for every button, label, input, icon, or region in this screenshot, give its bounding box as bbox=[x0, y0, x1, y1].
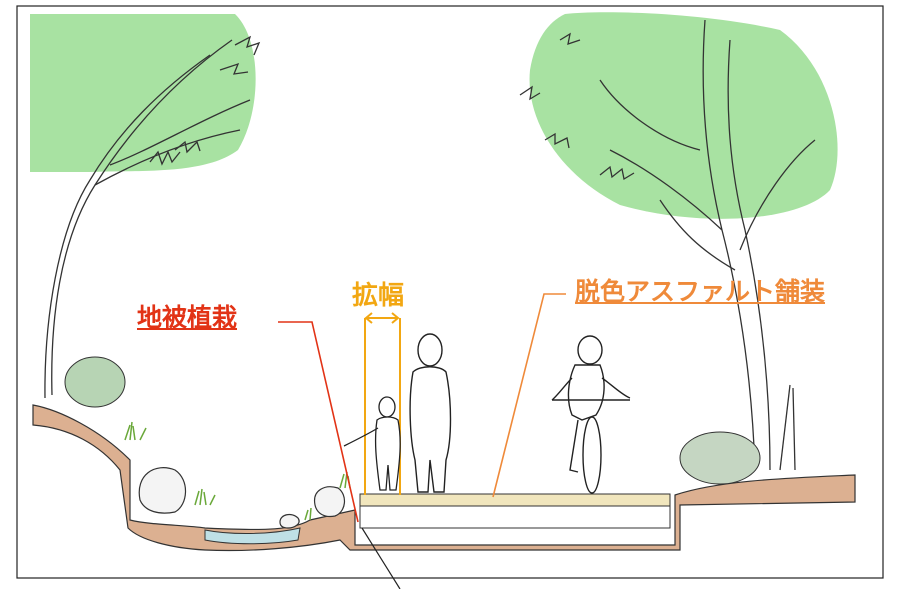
tree-canopy-left bbox=[30, 14, 256, 172]
label-ground-planting: 地被植栽 bbox=[137, 303, 238, 332]
ground-section bbox=[32, 404, 856, 552]
widening-marker bbox=[364, 312, 401, 495]
leader-line-ground-planting bbox=[278, 321, 359, 523]
leader-line-bottom bbox=[361, 527, 401, 589]
label-asphalt-paving: 脱色アスファルト舗装 bbox=[575, 277, 826, 306]
water-channel bbox=[204, 527, 301, 545]
cyclist-icon bbox=[551, 335, 631, 494]
tree-icon bbox=[519, 19, 816, 471]
person-child-icon bbox=[343, 396, 401, 491]
tree-canopy-right bbox=[529, 12, 838, 219]
asphalt-pavement bbox=[359, 493, 671, 507]
frame-border bbox=[16, 5, 884, 579]
tree-icon bbox=[44, 35, 261, 399]
leader-line-asphalt bbox=[492, 293, 566, 498]
shrub-icon bbox=[64, 356, 126, 408]
rock-icon bbox=[138, 467, 345, 529]
person-adult-icon bbox=[409, 333, 452, 493]
shrub-icon bbox=[679, 431, 761, 485]
label-widening: 拡幅 bbox=[352, 281, 405, 311]
pavement-subbase bbox=[359, 505, 671, 529]
